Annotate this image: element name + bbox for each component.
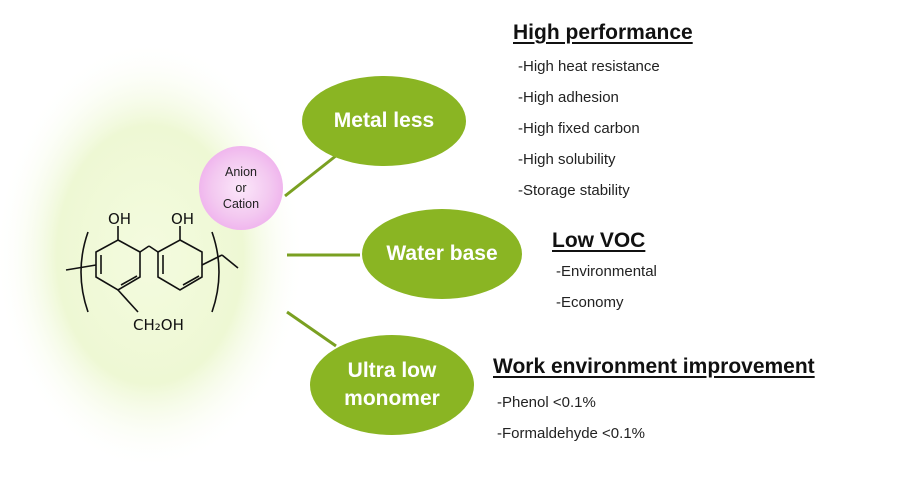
molecule-halo <box>0 40 305 470</box>
list-item: -High adhesion <box>518 89 619 106</box>
list-item: -Economy <box>556 294 624 311</box>
connector-line-metal-less <box>284 153 338 198</box>
ultra-low-monomer-oval: Ultra low monomer <box>310 335 474 435</box>
work-environment-list: -Phenol <0.1% -Formaldehyde <0.1% <box>497 387 645 449</box>
list-item: -Environmental <box>556 263 657 280</box>
list-item: -High heat resistance <box>518 58 660 75</box>
list-item: -Phenol <0.1% <box>497 394 596 411</box>
methylol-label: CH₂OH <box>133 316 184 334</box>
ion-label: Anion or Cation <box>222 165 260 211</box>
work-environment-heading: Work environment improvement <box>493 355 815 378</box>
list-item: -High solubility <box>518 151 616 168</box>
water-base-oval: Water base <box>362 209 522 299</box>
high-performance-list: -High heat resistance -High adhesion -Hi… <box>518 51 660 206</box>
hydroxyl-label-right: OH <box>171 210 194 228</box>
phenolic-resin-structure <box>65 226 239 313</box>
hydroxyl-label-left: OH <box>108 210 131 228</box>
list-item: -High fixed carbon <box>518 120 640 137</box>
connector-line-ultra-low-monomer <box>286 310 337 348</box>
metal-less-oval: Metal less <box>302 76 466 166</box>
low-voc-heading: Low VOC <box>552 229 646 252</box>
ion-circle <box>199 146 283 230</box>
high-performance-heading: High performance <box>513 21 693 44</box>
list-item: -Formaldehyde <0.1% <box>497 425 645 442</box>
list-item: -Storage stability <box>518 182 630 199</box>
low-voc-list: -Environmental -Economy <box>556 256 657 318</box>
